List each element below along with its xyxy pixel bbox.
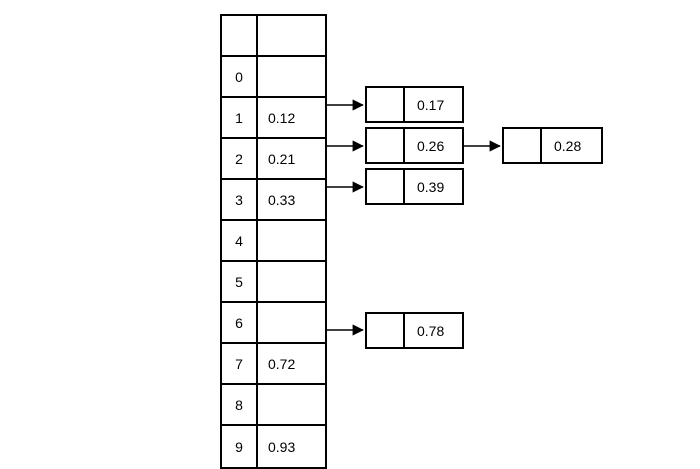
list-node-b-value: 0.26 bbox=[417, 137, 445, 154]
bucket-value-9: 0.93 bbox=[268, 438, 296, 455]
bucket-row-8: 8 bbox=[222, 385, 325, 426]
bucket-index-5: 5 bbox=[222, 262, 258, 301]
list-node-e: 0.78 bbox=[365, 312, 464, 349]
bucket-index-1: 1 bbox=[222, 98, 258, 137]
list-node-d-pointer-cell bbox=[504, 129, 542, 162]
bucket-row-6: 6 bbox=[222, 303, 325, 344]
bucket-index-7: 7 bbox=[222, 344, 258, 383]
bucket-value-4 bbox=[258, 221, 325, 260]
list-node-a: 0.17 bbox=[365, 86, 464, 123]
bucket-array: 0 1 0.12 2 0.21 3 0.33 4 5 6 7 bbox=[220, 14, 327, 469]
bucket-row-1: 1 0.12 bbox=[222, 98, 325, 139]
bucket-index-3: 3 bbox=[222, 180, 258, 219]
arrow-layer bbox=[327, 99, 501, 336]
bucket-row-2: 2 0.21 bbox=[222, 139, 325, 180]
list-node-e-pointer-cell bbox=[367, 314, 405, 347]
bucket-value-1: 0.12 bbox=[268, 109, 296, 126]
bucket-value-6 bbox=[258, 303, 325, 342]
list-node-e-value: 0.78 bbox=[417, 322, 445, 339]
list-node-c-value: 0.39 bbox=[417, 178, 445, 195]
bucket-value-0 bbox=[258, 57, 325, 96]
bucket-value-2: 0.21 bbox=[268, 150, 296, 167]
bucket-index-header bbox=[222, 16, 258, 55]
bucket-row-7: 7 0.72 bbox=[222, 344, 325, 385]
bucket-index-6: 6 bbox=[222, 303, 258, 342]
bucket-row-0: 0 bbox=[222, 57, 325, 98]
bucket-value-7: 0.72 bbox=[268, 355, 296, 372]
list-node-a-pointer-cell bbox=[367, 88, 405, 121]
list-node-c-pointer-cell bbox=[367, 170, 405, 203]
bucket-index-8: 8 bbox=[222, 385, 258, 424]
bucket-value-8 bbox=[258, 385, 325, 424]
bucket-row-3: 3 0.33 bbox=[222, 180, 325, 221]
hash-table-diagram: 0 1 0.12 2 0.21 3 0.33 4 5 6 7 bbox=[220, 14, 603, 469]
list-node-b: 0.26 bbox=[365, 127, 464, 164]
list-node-c: 0.39 bbox=[365, 168, 464, 205]
bucket-index-2: 2 bbox=[222, 139, 258, 178]
list-node-d: 0.28 bbox=[502, 127, 603, 164]
bucket-row-4: 4 bbox=[222, 221, 325, 262]
bucket-value-3: 0.33 bbox=[268, 191, 296, 208]
list-node-d-value: 0.28 bbox=[554, 137, 582, 154]
list-node-b-pointer-cell bbox=[367, 129, 405, 162]
list-node-a-value: 0.17 bbox=[417, 96, 445, 113]
bucket-value-header bbox=[258, 16, 325, 55]
bucket-row-5: 5 bbox=[222, 262, 325, 303]
bucket-row-header bbox=[222, 16, 325, 57]
bucket-index-4: 4 bbox=[222, 221, 258, 260]
bucket-index-9: 9 bbox=[222, 426, 258, 467]
bucket-index-0: 0 bbox=[222, 57, 258, 96]
bucket-value-5 bbox=[258, 262, 325, 301]
bucket-row-9: 9 0.93 bbox=[222, 426, 325, 467]
